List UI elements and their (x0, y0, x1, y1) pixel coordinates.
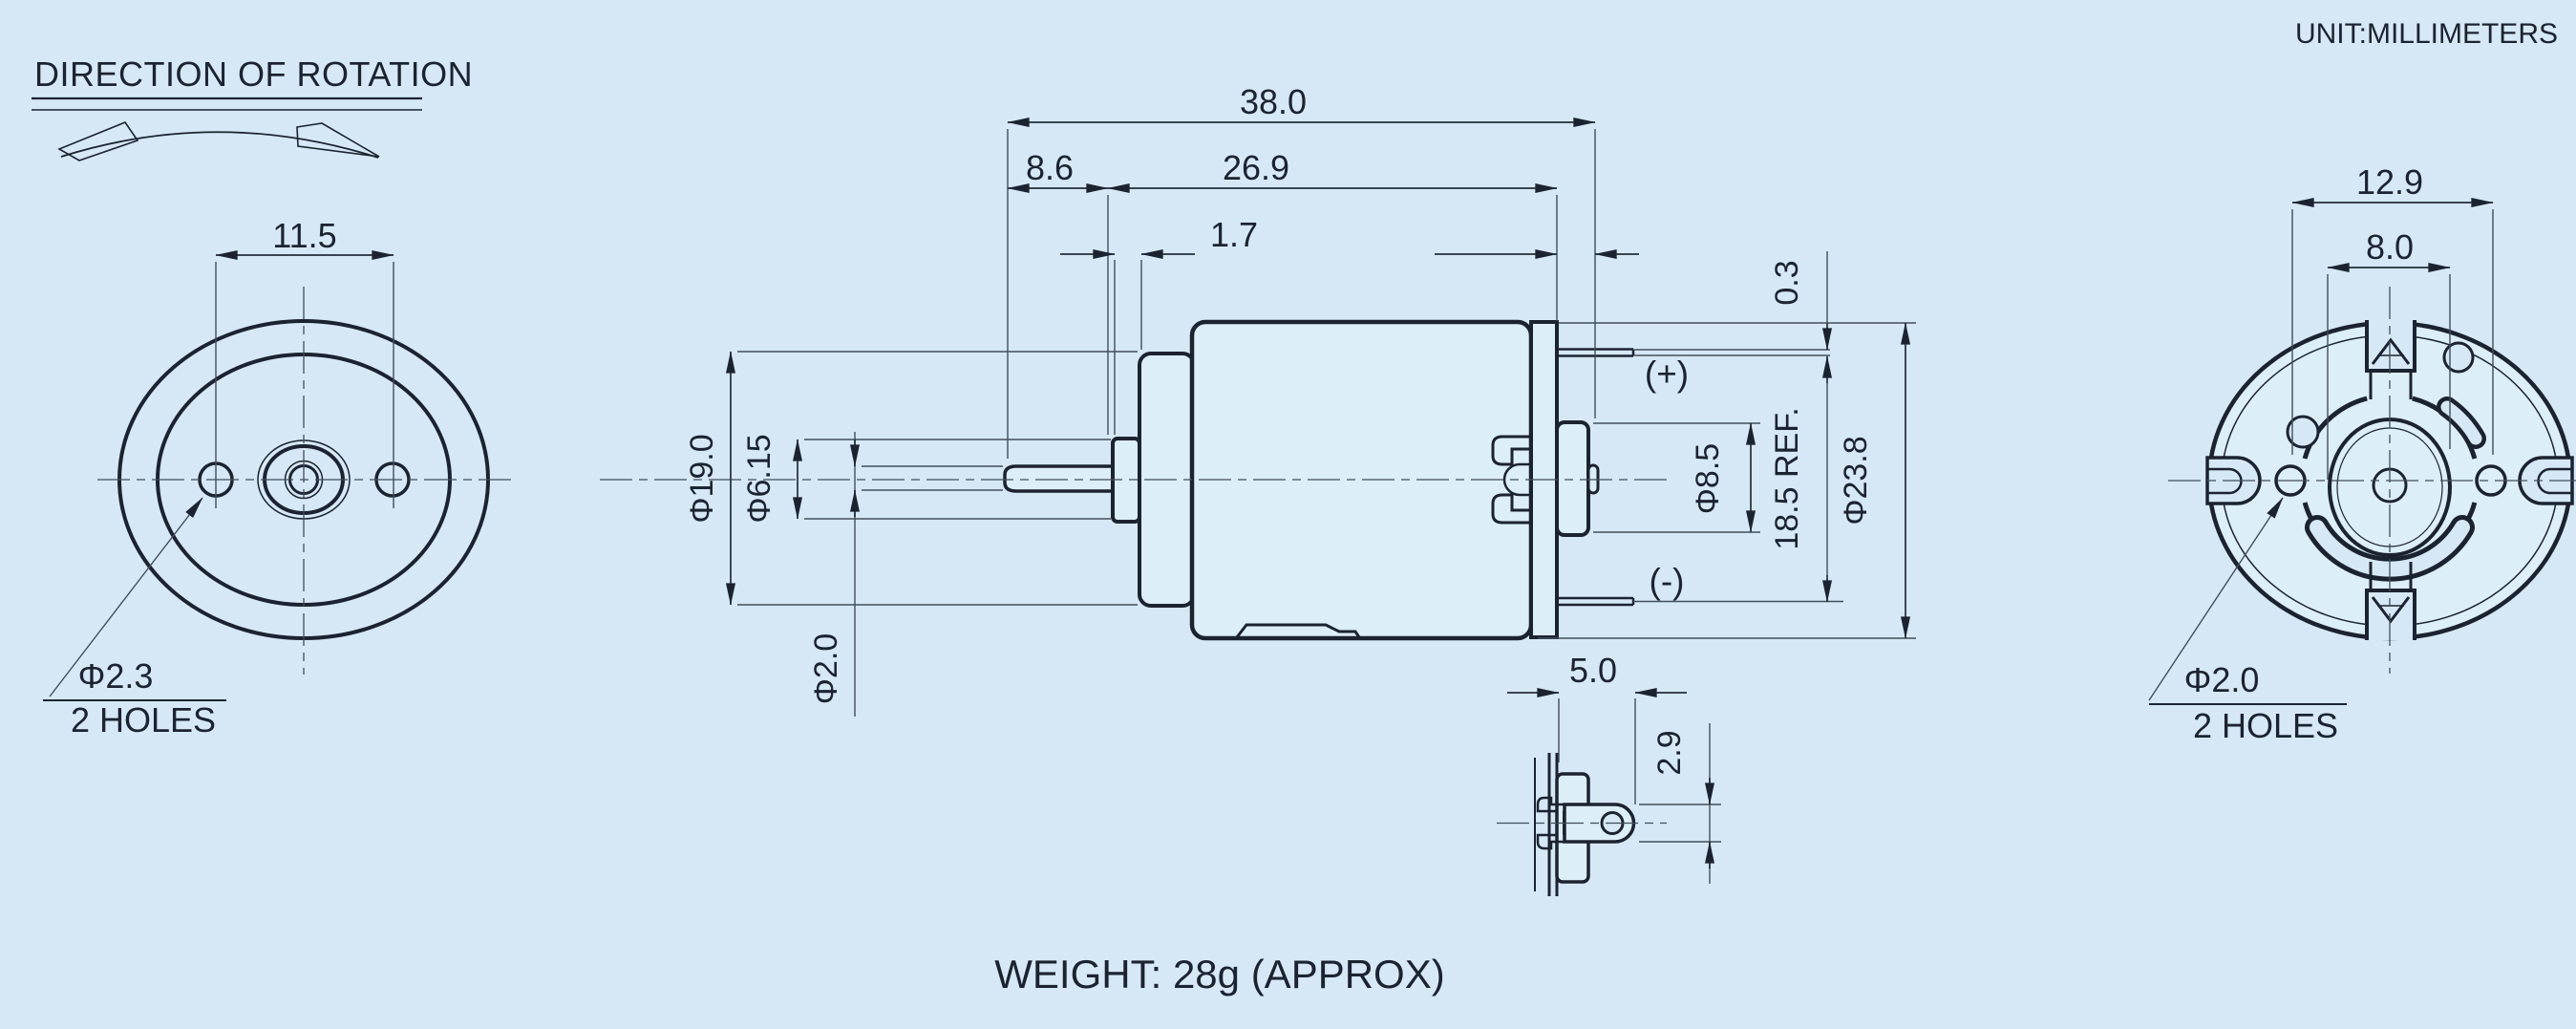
side-bearing-window (1502, 462, 1531, 497)
side-brush-clip-bottom (1491, 493, 1531, 525)
side-terminal-negative (1557, 596, 1635, 607)
label-rear-hole-count: 2 HOLES (2193, 706, 2338, 745)
dim-front-section: 8.6 (1026, 148, 1074, 187)
label-front-hole-count: 2 HOLES (71, 700, 216, 740)
label-positive-terminal: (+) (1645, 354, 1689, 394)
detail-clip-bottom (1536, 833, 1565, 850)
dim-lug-width: 2.9 (1651, 730, 1688, 775)
front-view: 11.5 Φ2.3 2 HOLES (43, 216, 516, 740)
dim-front-hole-spacing: 11.5 (272, 216, 336, 255)
rear-ear-slot-right (2518, 456, 2574, 505)
header: DIRECTION OF ROTATION UNIT:MILLIMETERS (32, 18, 2558, 161)
side-endcap-boss (1555, 420, 1590, 537)
rear-key-notch-top (2365, 320, 2416, 399)
rotation-arc-icon (57, 121, 380, 161)
dim-rear-hole-spacing: 12.9 (2356, 162, 2423, 202)
terminal-detail-view: 5.0 2.9 (1497, 651, 1721, 896)
dim-bushing-length: 1.7 (1210, 215, 1258, 254)
label-rear-hole-diameter: Φ2.0 (2184, 660, 2260, 699)
dim-body-length: 26.9 (1223, 148, 1289, 187)
dim-body-diameter: Φ19.0 (684, 434, 720, 523)
front-hole-leader (49, 497, 203, 697)
rear-brush-hole-right (2442, 341, 2475, 374)
rear-brush-hole-left (2286, 415, 2320, 449)
rear-view: 12.9 8.0 Φ2.0 2 HOLES (2148, 162, 2576, 745)
side-view: 38.0 8.6 26.9 1.7 Φ19.0 Φ6.15 Φ2.0 0.3 (600, 82, 1916, 717)
detail-clip-top (1536, 796, 1565, 813)
page-title: DIRECTION OF ROTATION (34, 54, 473, 94)
rear-arc-slot-upper-right (2437, 397, 2486, 449)
dim-terminal-thickness: 0.3 (1769, 260, 1805, 305)
dim-lug-length: 5.0 (1569, 651, 1617, 690)
dim-shaft-diameter: Φ2.0 (808, 633, 844, 704)
rear-hole-leader (2148, 497, 2284, 701)
dim-can-diameter: Φ23.8 (1838, 436, 1874, 525)
weight-note: WEIGHT: 28g (APPROX) (994, 952, 1444, 997)
side-shaft (1003, 464, 1115, 493)
dim-endcap-diameter: Φ8.5 (1690, 443, 1726, 514)
label-negative-terminal: (-) (1650, 562, 1685, 601)
dim-terminal-span: 18.5 REF. (1769, 407, 1805, 549)
side-brush-clip-top (1491, 435, 1531, 466)
dim-bushing-diameter: Φ6.15 (741, 434, 777, 523)
rear-key-notch-bottom (2365, 562, 2416, 640)
side-can-bottom-tab (1235, 623, 1361, 638)
dim-rear-inner-spacing: 8.0 (2366, 227, 2414, 267)
dim-overall-length: 38.0 (1240, 82, 1307, 121)
footer: WEIGHT: 28g (APPROX) (994, 952, 1444, 997)
label-front-hole-diameter: Φ2.3 (78, 656, 154, 696)
unit-note: UNIT:MILLIMETERS (2295, 18, 2558, 50)
